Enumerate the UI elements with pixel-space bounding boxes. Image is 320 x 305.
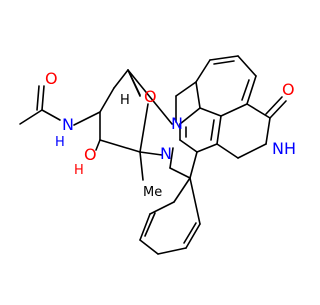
amide-nitrogen-label: N [62,115,74,134]
ring-to-n-top [127,69,173,125]
amide-n-c-bond [73,111,101,126]
acetyl-carbonyl-bond-1 [41,85,45,111]
bridge-oxygen-label: O [144,87,157,106]
core-bond-4 [196,143,218,153]
acetyl-oxygen-label: O [45,69,58,88]
ring-bond-methyl [139,151,144,181]
acetyl-carbonyl-bond-2 [36,85,40,111]
lactam-nitrogen-label: NH [272,139,296,158]
ring-bond-b [99,87,115,113]
ring-bond-c [113,69,129,89]
lactam-bond-2 [237,143,267,159]
top-benzene-3 [237,55,257,77]
core-double-2 [210,119,215,141]
core-bond-3 [216,115,222,145]
lactam-carbonyl-1 [269,100,287,119]
bottom-indole-bond-1 [189,151,198,179]
indole-bottom-nitrogen-label: N [160,144,172,163]
core-bond-1 [179,107,201,125]
bottom-indole-bond-3 [169,147,174,169]
bottom-benzene-3 [139,213,151,241]
bottom-benzene-double-1 [144,212,156,237]
amide-hydrogen-label: H [55,135,65,150]
atom-labels: O N H O H O H Me N N O NH [45,69,296,200]
acetyl-methyl-bond [19,109,43,125]
ring-bond-f [127,69,141,97]
hydroxyl-hydrogen-label: H [74,163,84,178]
bridge-o-c-bond [139,103,149,153]
bond-lines [19,55,287,255]
lactam-carbonyl-2 [265,96,283,115]
bottom-benzene-2 [149,201,175,215]
top-benzene-double-2 [241,79,250,101]
core-bond-5 [179,139,198,153]
top-benzene-double-1 [213,60,235,65]
lactam-bond-3 [265,117,271,145]
stereo-hydrogen-label: H [120,93,130,108]
top-benzene-5 [220,103,248,117]
bottom-benzene-7 [189,177,201,225]
lactam-oxygen-label: O [282,80,295,99]
ring-to-n-bottom [139,151,163,156]
indole-top-nitrogen-label: N [171,114,183,133]
bottom-benzene-6 [185,223,201,249]
lactam-bond-1 [216,143,239,159]
top-indole-bond-1 [195,81,201,109]
bottom-benzene-1 [173,177,191,203]
structure-canvas: O N H O H O H Me N N O NH [19,55,296,255]
ring-to-oh-bond [95,139,101,151]
top-benzene-1 [195,59,211,83]
bottom-benzene-5 [157,247,187,255]
methyl-label: Me [143,185,162,200]
top-benzene-2 [209,55,239,61]
lactam-bond-4 [246,103,271,119]
top-benzene-4 [246,75,257,105]
bottom-benzene-double-2 [183,222,197,244]
molecule-structure: O N H O H O H Me N N O NH [19,55,296,255]
ring-bond-e [99,139,141,153]
bottom-indole-bond-2 [169,167,191,179]
acetyl-cn-bond [41,109,61,121]
bottom-benzene-4 [139,239,159,255]
core-bond-2 [199,107,222,117]
hydroxyl-oxygen-label: O [84,145,97,164]
top-indole-bond-2 [175,81,197,97]
